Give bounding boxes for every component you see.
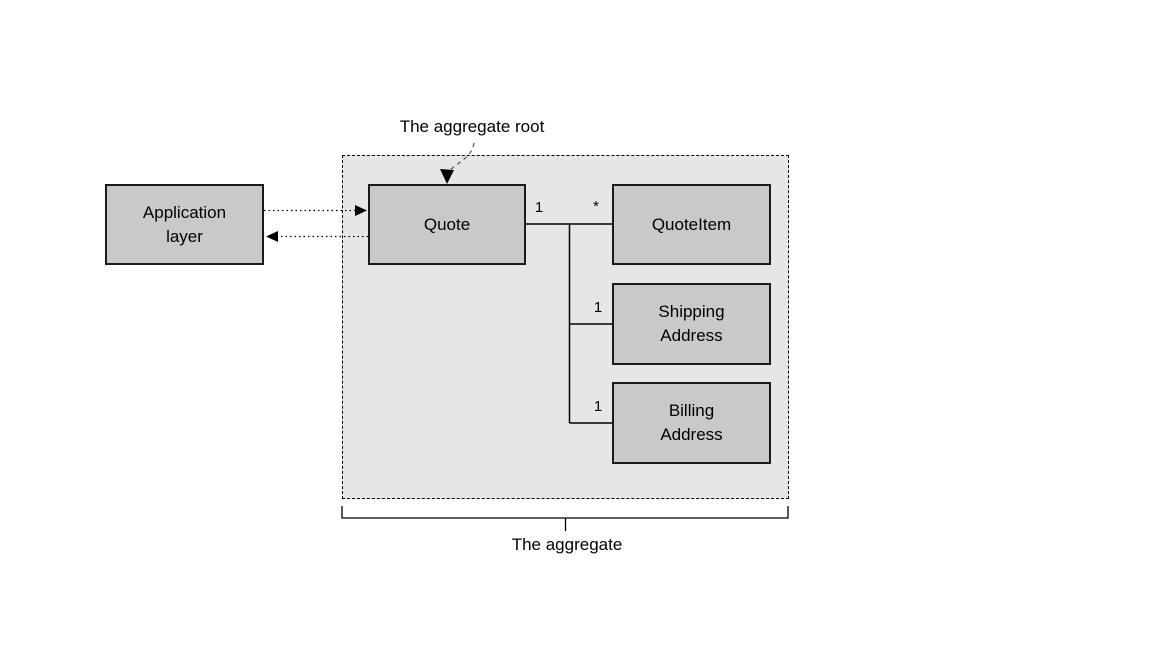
billing-address-box: Billing Address — [612, 382, 771, 464]
quote-label: Quote — [423, 214, 471, 234]
aggregate-annotation: The aggregate — [511, 535, 623, 554]
aggregate-bracket — [341, 506, 789, 519]
application-layer-label: Application layer — [142, 202, 227, 246]
multiplicity-shipping-side: 1 — [593, 299, 603, 316]
quote-to-app-arrowhead-icon — [266, 231, 278, 242]
application-layer-box: Application layer — [105, 184, 264, 265]
multiplicity-quote-item-side: * — [593, 198, 599, 215]
quote-box: Quote — [368, 184, 526, 265]
aggregate-root-annotation: The aggregate root — [399, 117, 545, 136]
shipping-address-label: Shipping Address — [658, 302, 725, 345]
multiplicity-billing-side: 1 — [593, 398, 603, 415]
shipping-address-box: Shipping Address — [612, 283, 771, 365]
quote-item-label: QuoteItem — [651, 214, 732, 234]
quote-item-box: QuoteItem — [612, 184, 771, 265]
multiplicity-quote-side: 1 — [534, 199, 544, 216]
billing-address-label: Billing Address — [660, 401, 723, 444]
